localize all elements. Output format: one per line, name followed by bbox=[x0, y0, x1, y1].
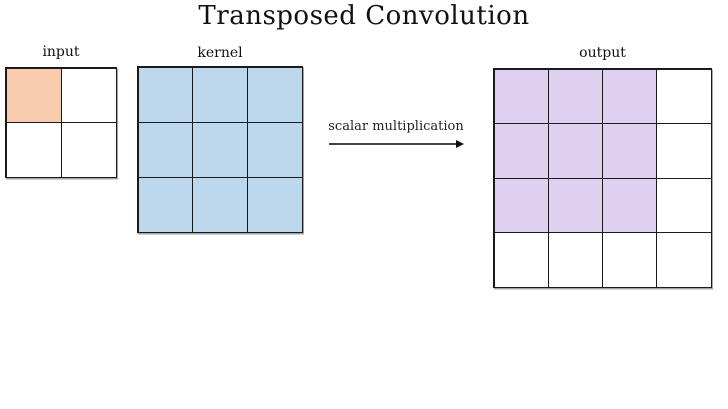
arrow-line bbox=[329, 143, 457, 145]
kernel-cell-0-2 bbox=[246, 66, 303, 123]
kernel-grid bbox=[137, 66, 303, 233]
input-cell-0-0 bbox=[5, 67, 62, 123]
output-cell-1-2 bbox=[602, 123, 658, 179]
output-cell-1-3 bbox=[656, 123, 712, 179]
kernel-cell-0-1 bbox=[192, 66, 248, 123]
kernel-cell-1-2 bbox=[246, 121, 303, 178]
output-cell-0-1 bbox=[547, 68, 603, 124]
arrow-head-icon bbox=[456, 140, 464, 148]
output-cell-3-3 bbox=[656, 232, 712, 288]
output-grid bbox=[493, 68, 712, 288]
input-cell-0-1 bbox=[60, 67, 117, 123]
output-cell-2-2 bbox=[602, 177, 658, 233]
output-cell-1-0 bbox=[493, 123, 549, 179]
kernel-grid-label: kernel bbox=[197, 45, 243, 61]
output-cell-0-2 bbox=[602, 68, 658, 124]
output-cell-0-0 bbox=[493, 68, 549, 124]
input-cell-1-0 bbox=[5, 122, 62, 178]
output-cell-1-1 bbox=[547, 123, 603, 179]
output-cell-0-3 bbox=[656, 68, 712, 124]
kernel-cell-1-0 bbox=[137, 121, 194, 178]
output-cell-3-1 bbox=[547, 232, 603, 288]
input-grid bbox=[5, 67, 117, 178]
kernel-cell-2-2 bbox=[246, 176, 303, 233]
output-cell-2-1 bbox=[547, 177, 603, 233]
output-cell-3-2 bbox=[602, 232, 658, 288]
kernel-cell-0-0 bbox=[137, 66, 194, 123]
kernel-cell-2-1 bbox=[192, 176, 248, 233]
output-grid-label: output bbox=[579, 45, 626, 61]
scalar-multiplication-label: scalar multiplication bbox=[328, 119, 464, 134]
input-grid-label: input bbox=[42, 44, 80, 60]
output-cell-2-3 bbox=[656, 177, 712, 233]
output-cell-3-0 bbox=[493, 232, 549, 288]
input-cell-1-1 bbox=[60, 122, 117, 178]
diagram-title: Transposed Convolution bbox=[198, 1, 530, 31]
kernel-cell-1-1 bbox=[192, 121, 248, 178]
kernel-cell-2-0 bbox=[137, 176, 194, 233]
output-cell-2-0 bbox=[493, 177, 549, 233]
